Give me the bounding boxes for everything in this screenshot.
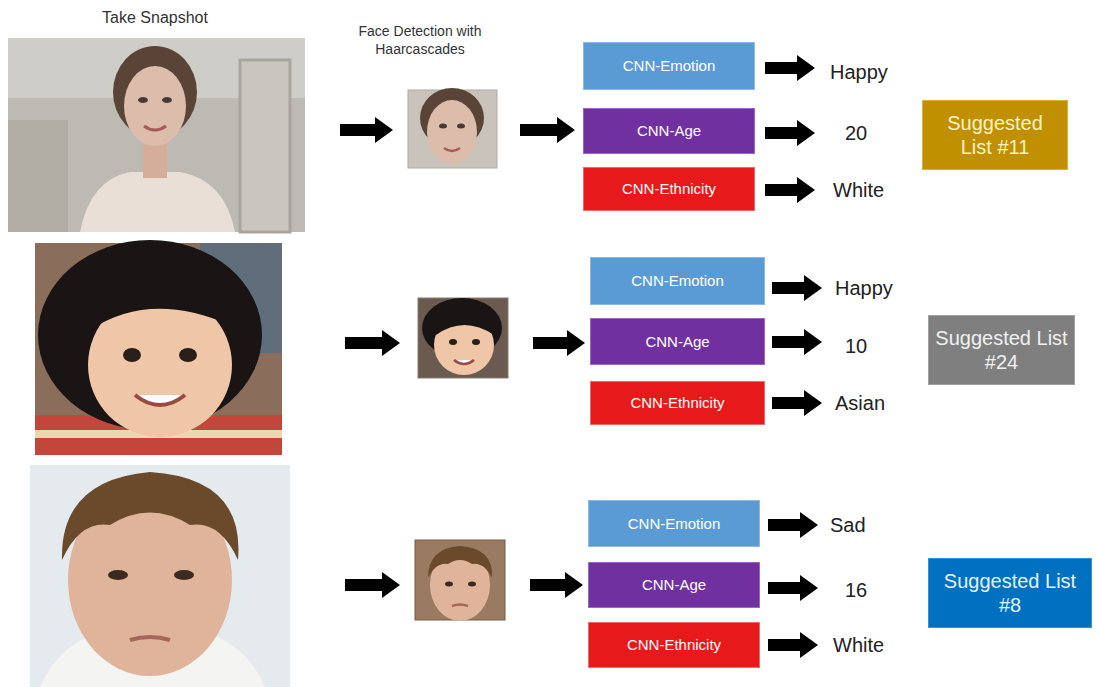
face-crop-woman (408, 88, 497, 168)
node-text: CNN-Ethnicity (627, 636, 721, 654)
node-text: CNN-Ethnicity (622, 180, 716, 198)
cnn-box: CNN-Ethnicity (590, 381, 765, 425)
prediction-value: Happy (835, 277, 893, 300)
face-crop-child (418, 298, 508, 378)
prediction-value: 10 (845, 335, 867, 358)
node-text: Suggested List #11 (929, 111, 1061, 159)
prediction-value: 16 (845, 579, 867, 602)
block-arrow (340, 55, 822, 658)
node-text: CNN-Age (642, 576, 706, 594)
prediction-value: Happy (830, 61, 888, 84)
step-heading: Face Detection with Haarcascades (333, 22, 508, 58)
cnn-box: CNN-Ethnicity (583, 167, 755, 211)
suggested-list-box: Suggested List #24 (928, 315, 1075, 385)
step-heading: Take Snapshot (102, 9, 208, 27)
prediction-value: 20 (845, 122, 867, 145)
suggested-list-box: Suggested List #8 (928, 558, 1092, 628)
node-text: Suggested List #24 (935, 326, 1068, 374)
prediction-value: Asian (835, 392, 885, 415)
cnn-box: CNN-Ethnicity (588, 622, 760, 668)
node-text: Suggested List #8 (935, 569, 1085, 617)
face-crop-young-man (415, 540, 505, 621)
prediction-value: White (833, 634, 884, 657)
photo-woman (8, 38, 305, 232)
prediction-value: White (833, 179, 884, 202)
cnn-box: CNN-Emotion (590, 257, 765, 305)
suggested-list-box: Suggested List #11 (922, 100, 1068, 170)
photo-child (35, 240, 282, 455)
prediction-value: Sad (830, 514, 866, 537)
photo-young-man (30, 465, 290, 687)
node-text: CNN-Age (645, 333, 709, 351)
cnn-box: CNN-Age (590, 318, 765, 365)
cnn-box: CNN-Age (588, 562, 760, 608)
cnn-box: CNN-Emotion (588, 500, 760, 547)
node-text: CNN-Emotion (623, 57, 716, 75)
node-text: CNN-Emotion (628, 515, 721, 533)
cnn-box: CNN-Age (583, 108, 755, 154)
node-text: CNN-Ethnicity (630, 394, 724, 412)
node-text: CNN-Emotion (631, 272, 724, 290)
node-text: CNN-Age (637, 122, 701, 140)
cnn-box: CNN-Emotion (583, 42, 755, 90)
